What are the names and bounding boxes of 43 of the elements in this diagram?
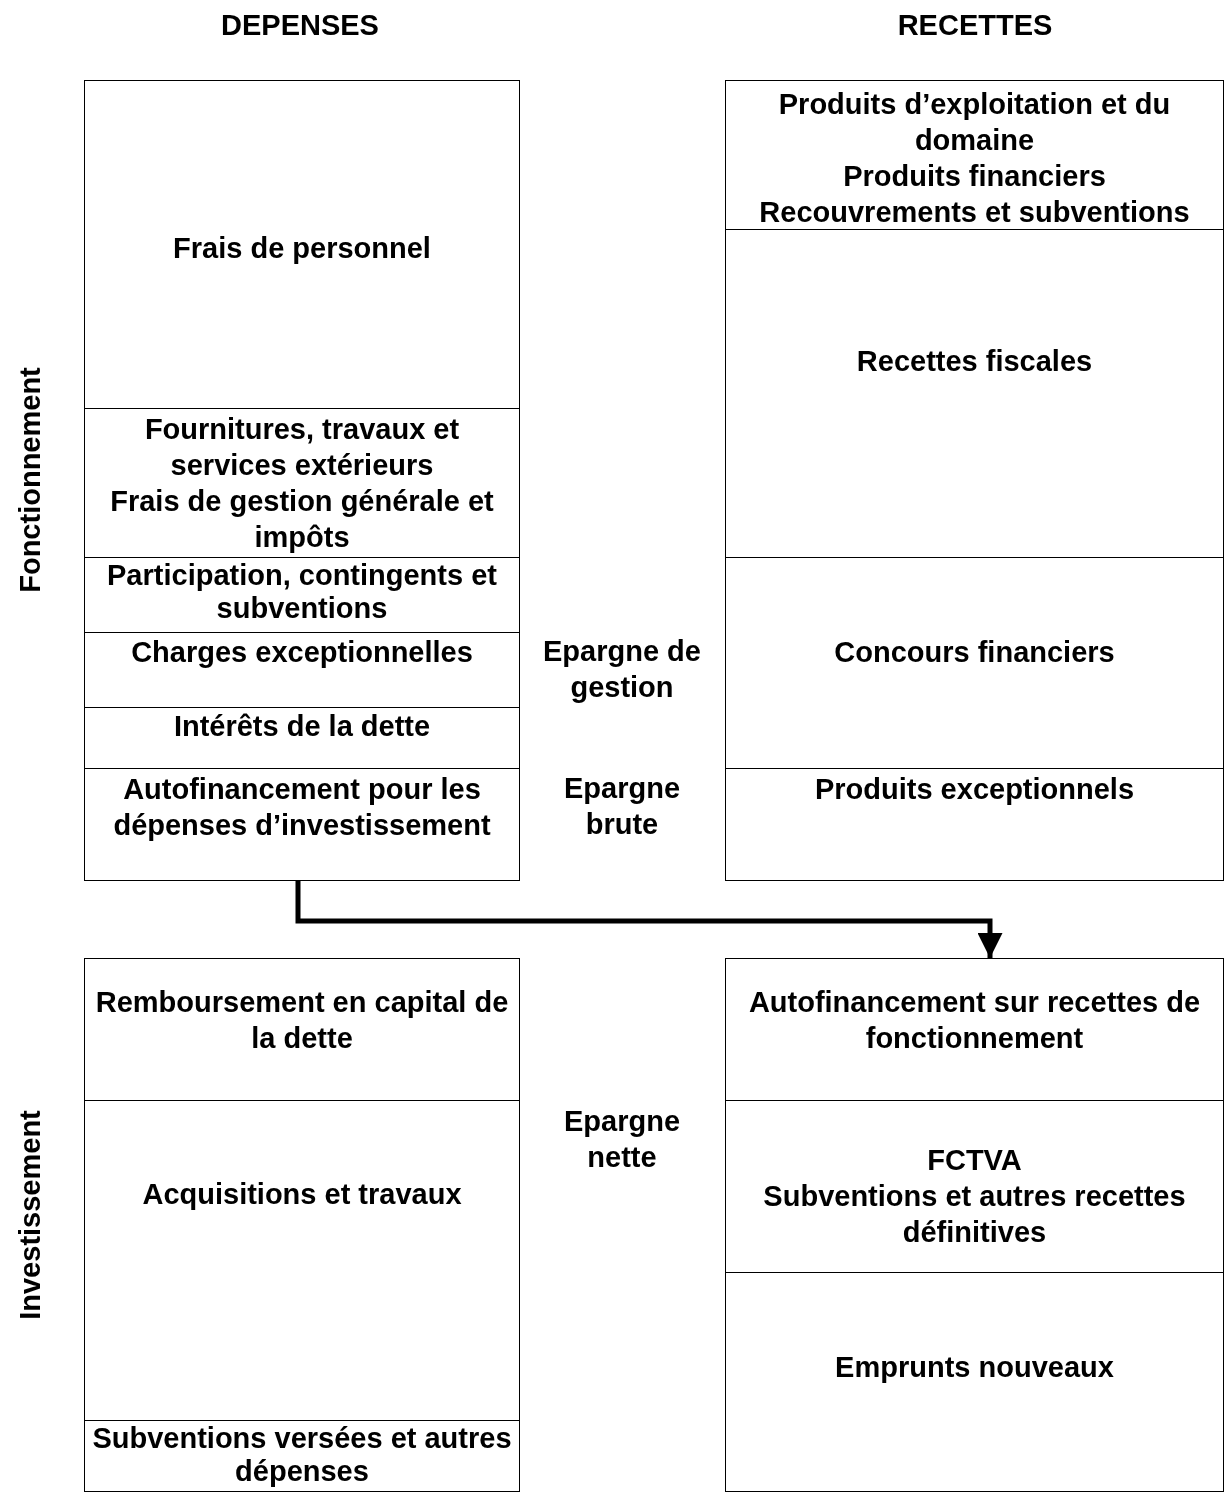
item-text: Autofinancement pour les dépenses d’investissement bbox=[112, 772, 492, 843]
item-text: Participation, contingents et subventions bbox=[106, 559, 498, 625]
item-text: Recettes fiscales bbox=[855, 344, 1094, 379]
budget-box bbox=[84, 632, 520, 708]
item-text: Intérêts de la dette bbox=[172, 709, 432, 744]
budget-box bbox=[725, 958, 1224, 1101]
budget-box bbox=[725, 1100, 1224, 1273]
item-text: Produits financiers bbox=[842, 159, 1107, 194]
item-text: Fournitures, travaux et services extérieurs bbox=[143, 412, 461, 483]
budget-box bbox=[84, 1100, 520, 1421]
item-text: Produits exceptionnels bbox=[813, 772, 1136, 807]
budget-box bbox=[84, 80, 520, 409]
budget-box bbox=[84, 408, 520, 558]
item-text: FCTVA bbox=[926, 1143, 1023, 1178]
budget-box bbox=[725, 229, 1224, 558]
budget-box bbox=[84, 557, 520, 633]
budget-box bbox=[725, 557, 1224, 769]
item-text: Charges exceptionnelles bbox=[130, 635, 474, 670]
item-text: Frais de gestion générale et impôts bbox=[109, 484, 495, 555]
savings-label: Epargne de gestion bbox=[542, 634, 702, 705]
item-text: Emprunts nouveaux bbox=[834, 1350, 1115, 1385]
section-label: Investissement bbox=[13, 1109, 47, 1322]
item-text: Acquisitions et travaux bbox=[141, 1177, 463, 1212]
savings-label: Epargne brute bbox=[563, 771, 681, 842]
arrow bbox=[295, 881, 1003, 958]
item-text: Produits d’exploitation et du domaine bbox=[777, 87, 1172, 158]
item-text: Recouvrements et subventions bbox=[758, 195, 1191, 230]
section-label: Fonctionnement bbox=[13, 366, 47, 595]
item-text: Frais de personnel bbox=[172, 231, 432, 266]
savings-label: Epargne nette bbox=[563, 1104, 681, 1175]
column-heading: RECETTES bbox=[896, 8, 1054, 43]
budget-box bbox=[84, 707, 520, 769]
item-text: Autofinancement sur recettes de fonctionnement bbox=[747, 985, 1202, 1056]
budget-box bbox=[84, 768, 520, 881]
item-text: Subventions et autres recettes définitives bbox=[762, 1179, 1187, 1250]
budget-box bbox=[725, 1272, 1224, 1492]
column-heading: DEPENSES bbox=[220, 8, 380, 43]
item-text: Remboursement en capital de la dette bbox=[94, 985, 510, 1056]
item-text: Subventions versées et autres dépenses bbox=[91, 1422, 513, 1488]
item-text: Concours financiers bbox=[833, 635, 1116, 670]
budget-box bbox=[725, 80, 1224, 230]
budget-box bbox=[725, 768, 1224, 881]
budget-box bbox=[84, 958, 520, 1101]
